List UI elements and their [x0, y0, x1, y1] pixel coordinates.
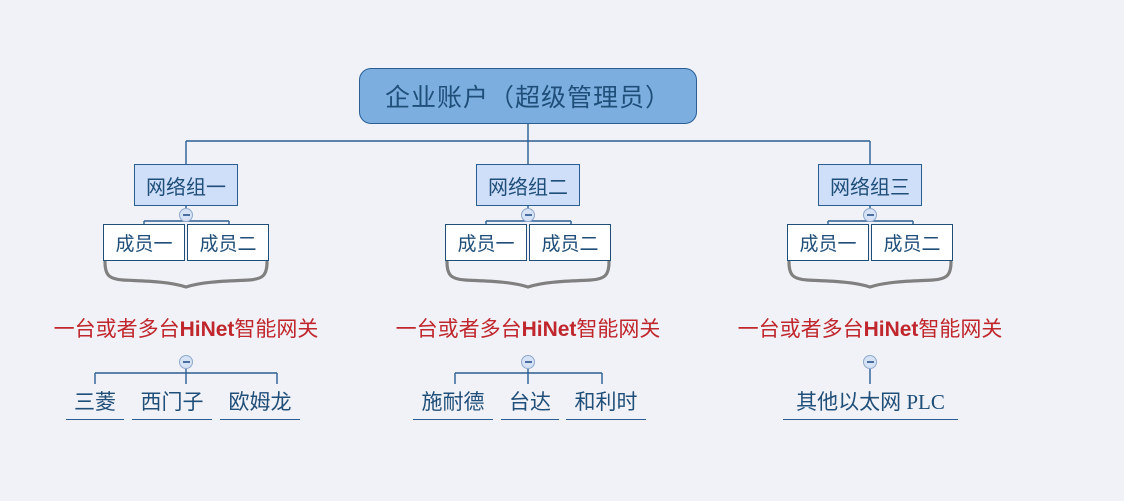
device-leaf-2-2[interactable]: 台达	[501, 386, 559, 420]
group-node-2[interactable]: 网络组二	[476, 164, 580, 206]
device-leaf-2-2-label: 台达	[509, 390, 551, 414]
member-node-3-1[interactable]: 成员一	[787, 224, 869, 261]
group-node-3-label: 网络组三	[830, 176, 910, 199]
member-node-3-1-label: 成员一	[799, 234, 857, 255]
member-node-3-2-label: 成员二	[883, 234, 941, 255]
gateway-caption-group-3: 一台或者多台HiNet智能网关	[700, 313, 1040, 343]
member-node-2-2[interactable]: 成员二	[529, 224, 611, 261]
member-node-1-1-label: 成员一	[115, 234, 173, 255]
gateway-caption-3-prefix: 一台或者多台	[737, 318, 864, 341]
gateway-caption-1-brand: HiNet	[179, 318, 235, 341]
member-node-3-2[interactable]: 成员二	[871, 224, 953, 261]
member-node-2-2-label: 成员二	[541, 234, 599, 255]
device-leaf-3-1[interactable]: 其他以太网 PLC	[783, 386, 958, 420]
minus-circle-icon-group-3[interactable]	[863, 208, 877, 222]
device-leaf-1-2-label: 西门子	[140, 390, 204, 414]
gateway-caption-group-2: 一台或者多台HiNet智能网关	[358, 313, 698, 343]
minus-circle-icon-group-1[interactable]	[179, 208, 193, 222]
minus-circle-icon-devices-2[interactable]	[521, 355, 535, 369]
device-leaf-2-3-label: 和利时	[574, 390, 638, 414]
minus-circle-icon-devices-3[interactable]	[863, 355, 877, 369]
device-leaf-1-3[interactable]: 欧姆龙	[220, 386, 300, 420]
group-node-2-label: 网络组二	[488, 176, 568, 199]
device-leaf-1-3-label: 欧姆龙	[228, 390, 292, 414]
device-leaf-2-1[interactable]: 施耐德	[413, 386, 493, 420]
minus-circle-icon-devices-1[interactable]	[179, 355, 193, 369]
group-node-1[interactable]: 网络组一	[134, 164, 238, 206]
gateway-caption-2-prefix: 一台或者多台	[395, 318, 522, 341]
gateway-caption-2-brand: HiNet	[521, 318, 577, 341]
member-node-2-1[interactable]: 成员一	[445, 224, 527, 261]
group-node-1-label: 网络组一	[146, 176, 226, 199]
device-leaf-1-1-label: 三菱	[74, 390, 116, 414]
gateway-caption-1-prefix: 一台或者多台	[53, 318, 180, 341]
gateway-caption-3-brand: HiNet	[863, 318, 919, 341]
minus-circle-icon-group-2[interactable]	[521, 208, 535, 222]
device-leaf-3-1-label: 其他以太网 PLC	[796, 390, 945, 414]
gateway-caption-1-suffix: 智能网关	[234, 318, 319, 341]
device-leaf-2-3[interactable]: 和利时	[566, 386, 646, 420]
device-leaf-1-2[interactable]: 西门子	[132, 386, 212, 420]
device-leaf-2-1-label: 施耐德	[421, 390, 485, 414]
root-node-label: 企业账户（超级管理员）	[384, 85, 671, 112]
gateway-caption-2-suffix: 智能网关	[576, 318, 661, 341]
gateway-caption-3-suffix: 智能网关	[918, 318, 1003, 341]
member-node-1-2[interactable]: 成员二	[187, 224, 269, 261]
gateway-caption-group-1: 一台或者多台HiNet智能网关	[16, 313, 356, 343]
member-node-1-2-label: 成员二	[199, 234, 257, 255]
member-node-2-1-label: 成员一	[457, 234, 515, 255]
device-leaf-1-1[interactable]: 三菱	[66, 386, 124, 420]
group-node-3[interactable]: 网络组三	[818, 164, 922, 206]
root-node-enterprise-account[interactable]: 企业账户（超级管理员）	[359, 68, 697, 124]
member-node-1-1[interactable]: 成员一	[103, 224, 185, 261]
